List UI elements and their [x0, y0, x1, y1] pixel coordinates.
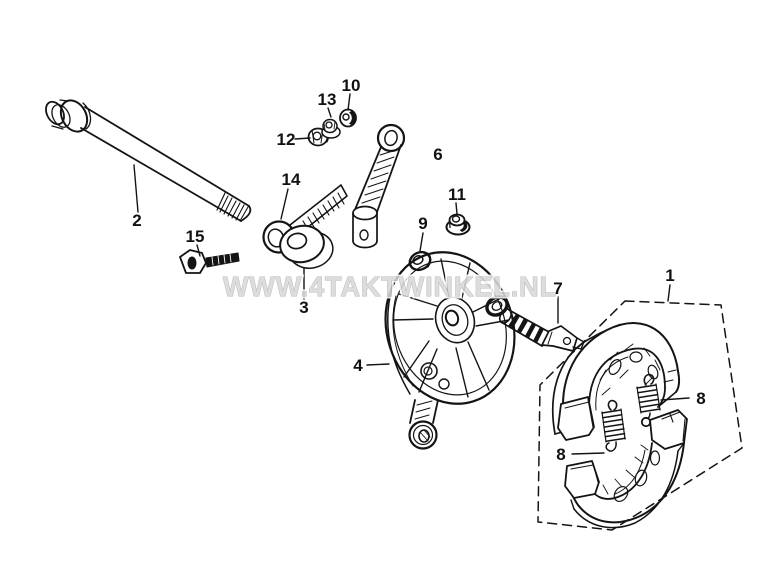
part-label-3: 3: [299, 298, 308, 317]
part-label-9: 9: [418, 214, 427, 233]
leader-12: [294, 137, 311, 140]
leader-10: [347, 93, 351, 111]
part-bolt-15: [179, 249, 240, 274]
leader-13: [327, 107, 332, 118]
part-label-10: 10: [342, 76, 361, 95]
part-label-11: 11: [448, 185, 466, 204]
part-brake-panel-4: [384, 251, 516, 450]
part-brake-shoe-upper: [551, 322, 681, 441]
part-axle: [45, 99, 252, 222]
part-label-1: 1: [665, 266, 674, 285]
part-label-15: 15: [186, 227, 205, 246]
part-label-13: 13: [318, 90, 337, 109]
panel-rim: [384, 251, 516, 405]
leader-1: [667, 284, 671, 302]
watermark-text: WWW.4TAKTWINKEL.NL: [223, 271, 557, 302]
leader-2: [133, 164, 139, 213]
axle-shaft: [84, 106, 250, 207]
part-nut-13: [321, 118, 341, 139]
leader-8-left: [571, 452, 605, 455]
leader-9: [419, 232, 424, 252]
part-label-8-left: 8: [556, 445, 565, 464]
arm-hatching: [361, 149, 397, 204]
panel-hub: [434, 296, 476, 344]
leader-lines: [133, 93, 690, 455]
part-brake-cam-7: [498, 308, 585, 352]
leader-15: [196, 244, 201, 257]
leader-4: [366, 363, 390, 366]
part-label-7: 7: [553, 279, 562, 298]
panel-spokes: [392, 258, 510, 398]
leader-11: [455, 202, 458, 215]
part-label-8-right: 8: [696, 389, 705, 408]
part-arm-6: [352, 123, 406, 249]
watermark-halo: WWW.4TAKTWINKEL.NL: [223, 271, 557, 302]
watermark: WWW.4TAKTWINKEL.NL WWW.4TAKTWINKEL.NL: [221, 269, 559, 305]
leader-8-right: [660, 397, 690, 401]
part-label-14: 14: [282, 170, 301, 189]
part-label-4: 4: [353, 356, 363, 375]
part-nut-11: [445, 213, 471, 236]
cam-grooves: [508, 314, 544, 343]
part-nut-10: [339, 108, 357, 128]
part-brake-shoe-lower: [564, 409, 688, 529]
part-label-6: 6: [433, 145, 442, 164]
part-label-12: 12: [277, 130, 296, 149]
shoe-cam-end: [649, 409, 688, 450]
part-spring-upper: [636, 373, 661, 428]
part-labels: 1 2 3 4 6 7 8 8 9 10 11 12 13 14 15: [132, 76, 705, 464]
leader-14: [280, 188, 289, 220]
shoe-anchor-end: [564, 460, 600, 499]
panel-anchor-eye: [408, 420, 438, 450]
part-label-2: 2: [132, 211, 141, 230]
part-spring-lower: [601, 399, 627, 452]
shoe-set-dashed-box: [537, 300, 743, 531]
shoe-lining-detail-2: [602, 444, 649, 495]
part-collar-3: [279, 224, 334, 269]
part-washer-9: [408, 250, 432, 272]
axle-threads: [219, 195, 249, 222]
